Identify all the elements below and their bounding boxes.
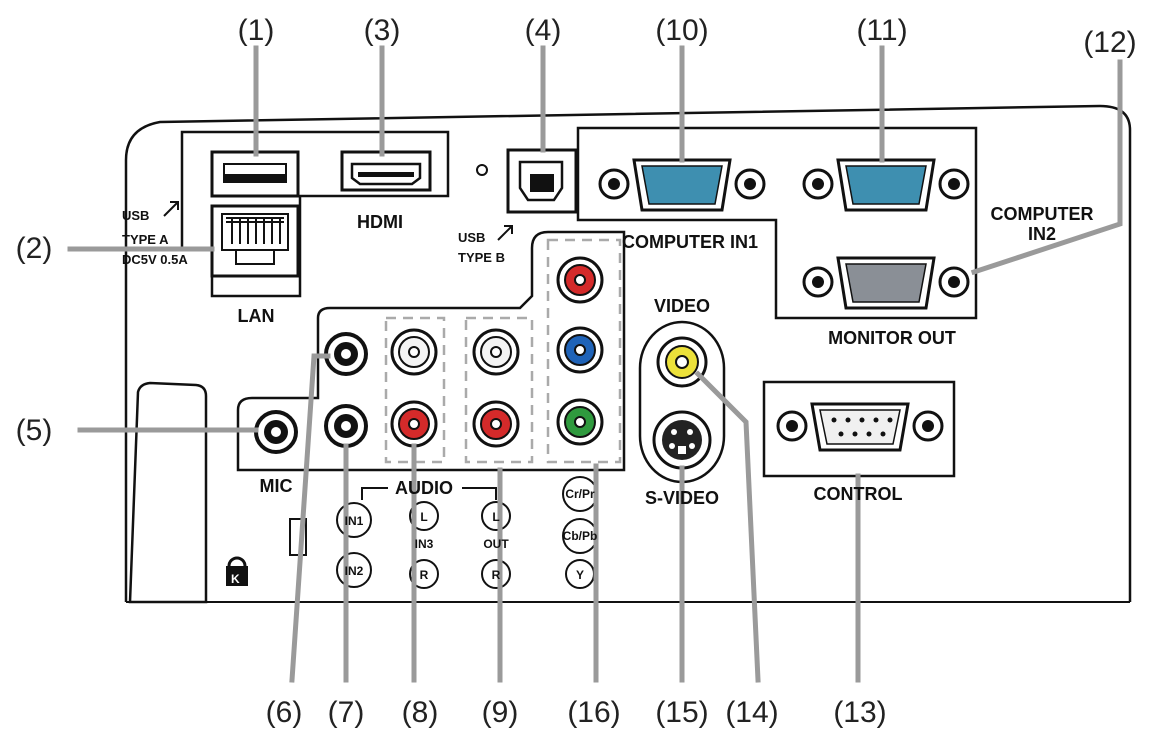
out-r-label: R (492, 568, 501, 582)
video-label: VIDEO (654, 296, 710, 316)
usb-a-power-label: DC5V 0.5A (122, 252, 188, 267)
usb-a-type-label: TYPE A (122, 232, 169, 247)
callout-6: (6) (266, 696, 303, 729)
callout-8: (8) (402, 696, 439, 729)
callout-5: (5) (16, 414, 53, 447)
callout-12: (12) (1083, 26, 1136, 59)
y-label: Y (576, 568, 584, 582)
in3-r-badge (409, 559, 439, 589)
computer-in2-vga-port (802, 158, 970, 212)
mic-label: MIC (260, 476, 293, 496)
control-label: CONTROL (814, 484, 903, 504)
computer-panel (576, 126, 978, 320)
hdmi-port (340, 150, 432, 192)
computer-in2-label-1: COMPUTER (991, 204, 1094, 224)
in1-label: IN1 (345, 514, 364, 528)
in3-label: IN3 (415, 537, 434, 551)
mic-jack (254, 410, 298, 454)
component-dashed-group (546, 238, 622, 464)
in3-l-badge (409, 501, 439, 531)
leader-6 (289, 353, 331, 683)
component-cr-pr-rca (556, 256, 604, 304)
callout-9: (9) (482, 696, 519, 729)
audio-in3-r-rca (390, 400, 438, 448)
callout-2: (2) (16, 232, 53, 265)
computer-in1-vga-port (598, 158, 766, 212)
audio-out-r-rca (472, 400, 520, 448)
audio-label: AUDIO (395, 478, 453, 498)
callout-13: (13) (833, 696, 886, 729)
usb-b-label: USB (458, 230, 485, 245)
callout-1: (1) (238, 14, 275, 47)
audio-in1-jack (324, 332, 368, 376)
usb-b-arrow-icon (497, 225, 513, 241)
computer-in1-label: COMPUTER IN1 (622, 232, 758, 252)
monitor-out-label: MONITOR OUT (828, 328, 956, 348)
video-rca (656, 336, 708, 388)
indicator-hole (476, 164, 488, 176)
callout-10: (10) (655, 14, 708, 47)
svg-text:K: K (231, 572, 240, 586)
usb-type-a-port (210, 150, 300, 198)
leader-14 (694, 370, 761, 683)
lan-label: LAN (238, 306, 275, 326)
callout-3: (3) (364, 14, 401, 47)
audio-out-l-rca (472, 328, 520, 376)
audio-in2-jack (324, 404, 368, 448)
audio-in3-l-rca (390, 328, 438, 376)
monitor-out-vga-port (802, 256, 970, 310)
kensington-lock-icon: K (226, 556, 248, 586)
callout-16: (16) (567, 696, 620, 729)
in3-l-label: L (420, 510, 427, 524)
cb-pb-label: Cb/Pb (563, 529, 598, 543)
leader-12 (970, 59, 1123, 276)
audio-panel (236, 230, 626, 472)
callout-14: (14) (725, 696, 778, 729)
callout-15: (15) (655, 696, 708, 729)
usb-a-arrow-icon (163, 201, 179, 217)
in3-r-label: R (420, 568, 429, 582)
in2-label: IN2 (345, 564, 364, 578)
usb-type-b-port (506, 148, 578, 214)
callout-4: (4) (525, 14, 562, 47)
component-y-rca (556, 398, 604, 446)
usb-b-type-label: TYPE B (458, 250, 505, 265)
callout-7: (7) (328, 696, 365, 729)
component-cb-pb-rca (556, 326, 604, 374)
out-r-badge (481, 559, 511, 589)
audio-bracket (361, 487, 497, 500)
out-l-label: L (492, 510, 499, 524)
out-dashed-group (464, 316, 534, 464)
hdmi-label: HDMI (357, 212, 403, 232)
projector-body-outline (124, 104, 1132, 602)
s-video-port (652, 410, 712, 470)
projector-foot (128, 381, 208, 604)
control-serial-port (776, 402, 944, 452)
cr-pr-label: Cr/Pr (565, 487, 595, 501)
computer-in2-label-2: IN2 (1028, 224, 1056, 244)
callout-11: (11) (856, 14, 907, 47)
lan-port (210, 204, 300, 278)
s-video-label: S-VIDEO (645, 488, 719, 508)
out-l-badge (481, 501, 511, 531)
usb-a-label: USB (122, 208, 149, 223)
out-label: OUT (483, 537, 509, 551)
